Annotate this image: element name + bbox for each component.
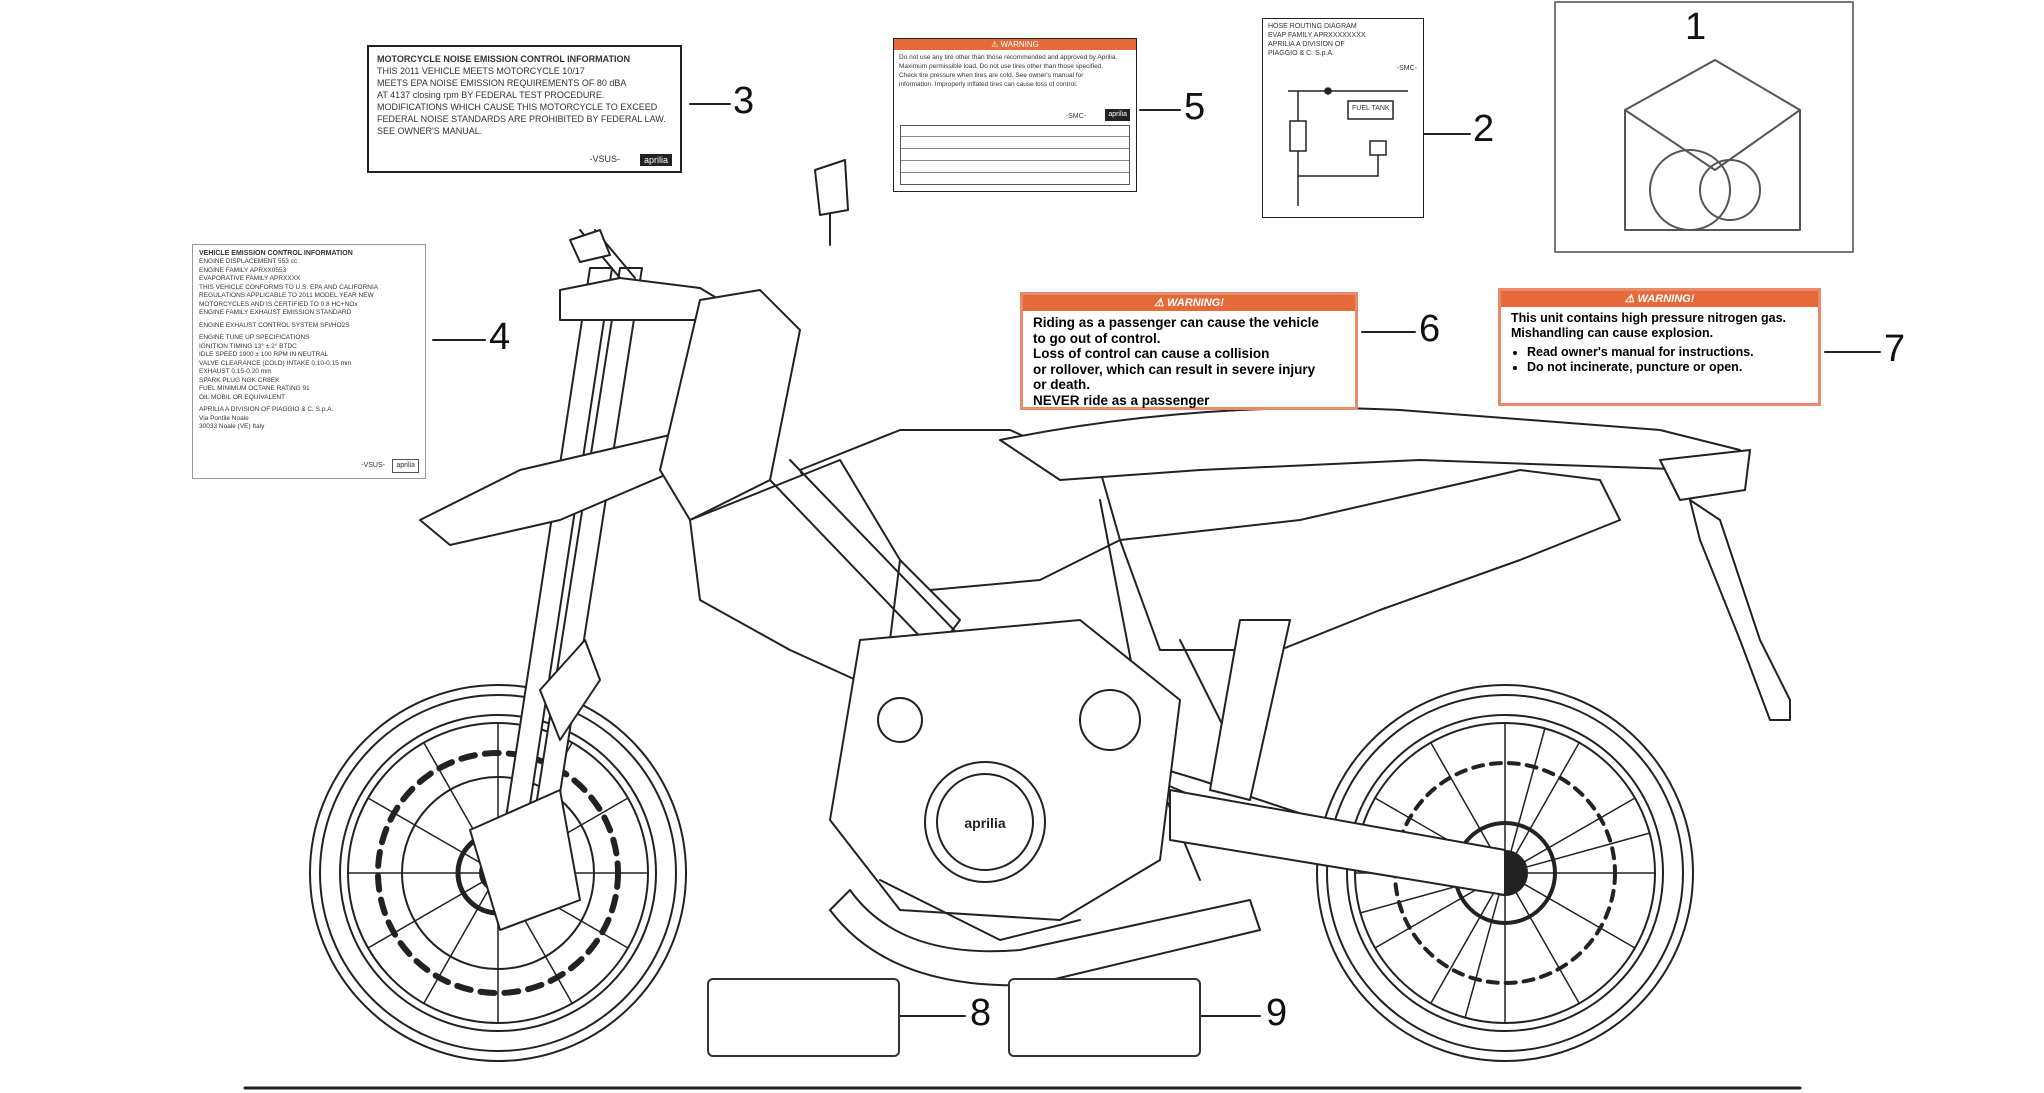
callout-6: 6: [1419, 308, 1441, 350]
swingarm: [1169, 789, 1506, 896]
decal2-line: PIAGGIO & C. S.p.A.: [1268, 50, 1335, 57]
engine: [829, 619, 1181, 941]
rear-shock: [1209, 619, 1291, 801]
decal7-bullet: Do not incinerate, puncture or open.: [1527, 360, 1808, 375]
decal5-line: Maximum permissible load. Do not use tir…: [899, 63, 1104, 70]
callout-9: 9: [1266, 992, 1288, 1034]
blank-plate-8: [707, 978, 900, 1057]
decal3-line: THIS 2011 VEHICLE MEETS MOTORCYCLE 10/17: [377, 66, 585, 76]
decal6-line: Riding as a passenger can cause the vehi…: [1033, 315, 1319, 330]
decal4-line: REGULATIONS APPLICABLE TO 2011 MODEL YEA…: [199, 292, 374, 299]
callout-2: 2: [1473, 108, 1495, 150]
warning-triangle-icon: ⚠: [991, 40, 999, 49]
decal5-header-text: WARNING: [1000, 40, 1039, 49]
decal4-line: ENGINE DISPLACEMENT 553 cc: [199, 258, 298, 265]
handlebar: [559, 159, 849, 321]
decal3-brand: aprilia: [639, 154, 672, 166]
license-bracket: [1689, 499, 1791, 721]
decal6-line: to go out of control.: [1033, 330, 1161, 346]
decal5-header: ⚠ WARNING: [894, 39, 1136, 50]
decal4-line: VALVE CLEARANCE (COLD) INTAKE 0.10-0.15 …: [199, 359, 352, 367]
exhaust: [829, 889, 1261, 987]
decal7-header: ⚠ WARNING!: [1501, 291, 1818, 307]
front-fork: [469, 267, 643, 931]
decal2-mark: -SMC-: [1396, 65, 1417, 72]
passenger-warning-decal: ⚠ WARNING! Riding as a passenger can cau…: [1020, 292, 1358, 410]
decal4-title: VEHICLE EMISSION CONTROL INFORMATION: [199, 250, 353, 257]
decal4-line: FUEL MINIMUM OCTANE RATING 91: [199, 385, 310, 392]
warning-triangle-icon: ⚠: [1154, 297, 1164, 309]
tail-light: [1659, 449, 1751, 501]
decal4-brand: aprilia: [392, 459, 419, 473]
decal4-line: 30033 Noale (VE) Italy: [199, 423, 265, 430]
decal2-line: HOSE ROUTING DIAGRAM: [1268, 23, 1357, 30]
decal5-line: Check tire pressure when tires are cold.…: [899, 72, 1084, 79]
decal6-line: or death.: [1033, 377, 1091, 392]
side-panel: [1119, 469, 1621, 651]
decal5-brand: aprilia: [1105, 109, 1130, 121]
warning-triangle-icon: ⚠: [1624, 293, 1635, 305]
decal4-line: EXHAUST 0.15-0.20 mm: [199, 368, 272, 375]
decal3-line: MEETS EPA NOISE EMISSION REQUIREMENTS OF…: [377, 78, 627, 88]
noise-emission-decal: MOTORCYCLE NOISE EMISSION CONTROL INFORM…: [367, 45, 682, 173]
callout-7: 7: [1884, 328, 1906, 370]
callout-3: 3: [733, 80, 755, 122]
decal7-header-text: WARNING!: [1637, 293, 1695, 305]
callout-8: 8: [970, 992, 992, 1034]
decal6-header: ⚠ WARNING!: [1023, 295, 1355, 311]
decal4-line: IDLE SPEED 1900 ± 100 RPM IN NEUTRAL: [199, 351, 329, 358]
decal4-line: Via Pontile Noale: [199, 414, 249, 422]
decal3-line: MOTORCYCLE NOISE EMISSION CONTROL INFORM…: [377, 54, 631, 64]
decal6-line: Loss of control can cause a collision: [1033, 346, 1270, 361]
decal4-line: MOTORCYCLES AND IS CERTIFIED TO 0.8 HC+N…: [199, 300, 358, 308]
decal4-line: OIL MOBIL OR EQUIVALENT: [199, 393, 286, 401]
decal3-line: SEE OWNER'S MANUAL.: [377, 126, 483, 136]
blank-plate-9: [1008, 978, 1201, 1057]
decal6-line: NEVER ride as a passenger: [1033, 392, 1210, 408]
decal4-line: APRILIA A DIVISION OF PIAGGIO & C. S.p.A…: [199, 406, 334, 413]
decal3-line: AT 4137 closing rpm BY FEDERAL TEST PROC…: [377, 90, 605, 100]
tire-table: [900, 125, 1130, 185]
decal6-header-text: WARNING!: [1167, 297, 1224, 309]
callout-5: 5: [1184, 86, 1206, 128]
decal7-bullet: Read owner's manual for instructions.: [1527, 345, 1808, 360]
nitrogen-warning-decal: ⚠ WARNING! This unit contains high press…: [1498, 288, 1821, 406]
decal3-line: FEDERAL NOISE STANDARDS ARE PROHIBITED B…: [377, 114, 666, 124]
decal6-line: or rollover, which can result in severe …: [1033, 361, 1316, 377]
leader-lines: [432, 103, 1881, 1017]
decal4-line: SPARK PLUG NGK CR8EK: [199, 376, 280, 384]
decal2-line: EVAP FAMILY APRXXXXXXXX: [1268, 32, 1366, 39]
decal4-line: THIS VEHICLE CONFORMS TO U.S. EPA AND CA…: [199, 283, 379, 291]
seat: [999, 407, 1741, 481]
decal4-line: EVAPORATIVE FAMILY APRXXXX: [199, 275, 301, 282]
decal2-line: APRILIA A DIVISION OF: [1268, 41, 1345, 48]
decal4-mark: -VSUS-: [361, 462, 385, 469]
decal4-line: ENGINE TUNE UP SPECIFICATIONS: [199, 334, 310, 341]
callout-1: 1: [1685, 6, 1707, 48]
decal7-line: This unit contains high pressure nitroge…: [1511, 311, 1787, 325]
decal2-tank-label: FUEL TANK: [1352, 105, 1390, 112]
hose-routing-decal: HOSE ROUTING DIAGRAM EVAP FAMILY APRXXXX…: [1262, 18, 1424, 218]
engine-brand: aprilia: [964, 815, 1005, 831]
decal3-mark: -VSUS-: [589, 154, 620, 164]
hose-diagram: [1288, 87, 1408, 206]
decal5-line: information. Improperly inflated tires c…: [899, 81, 1078, 88]
decal5-line: Do not use any tire other than those rec…: [899, 54, 1118, 61]
decal7-line: Mishandling can cause explosion.: [1511, 326, 1714, 340]
decal4-line: ENGINE EXHAUST CONTROL SYSTEM SFI/HO2S: [199, 321, 350, 329]
decal4-line: IGNITION TIMING 13° ± 2° BTDC: [199, 342, 297, 350]
tire-warning-decal: ⚠ WARNING Do not use any tire other than…: [893, 38, 1137, 192]
decal5-mark: -SMC-: [1065, 113, 1086, 120]
decal4-line: ENGINE FAMILY EXHAUST EMISSION STANDARD: [199, 309, 352, 316]
decal-kit-icon: [1554, 1, 1854, 253]
decal4-line: ENGINE FAMILY APRXX0553: [199, 266, 287, 274]
vehicle-emission-decal: VEHICLE EMISSION CONTROL INFORMATION ENG…: [192, 244, 426, 479]
callout-4: 4: [489, 316, 511, 358]
decal3-line: MODIFICATIONS WHICH CAUSE THIS MOTORCYCL…: [377, 102, 658, 112]
